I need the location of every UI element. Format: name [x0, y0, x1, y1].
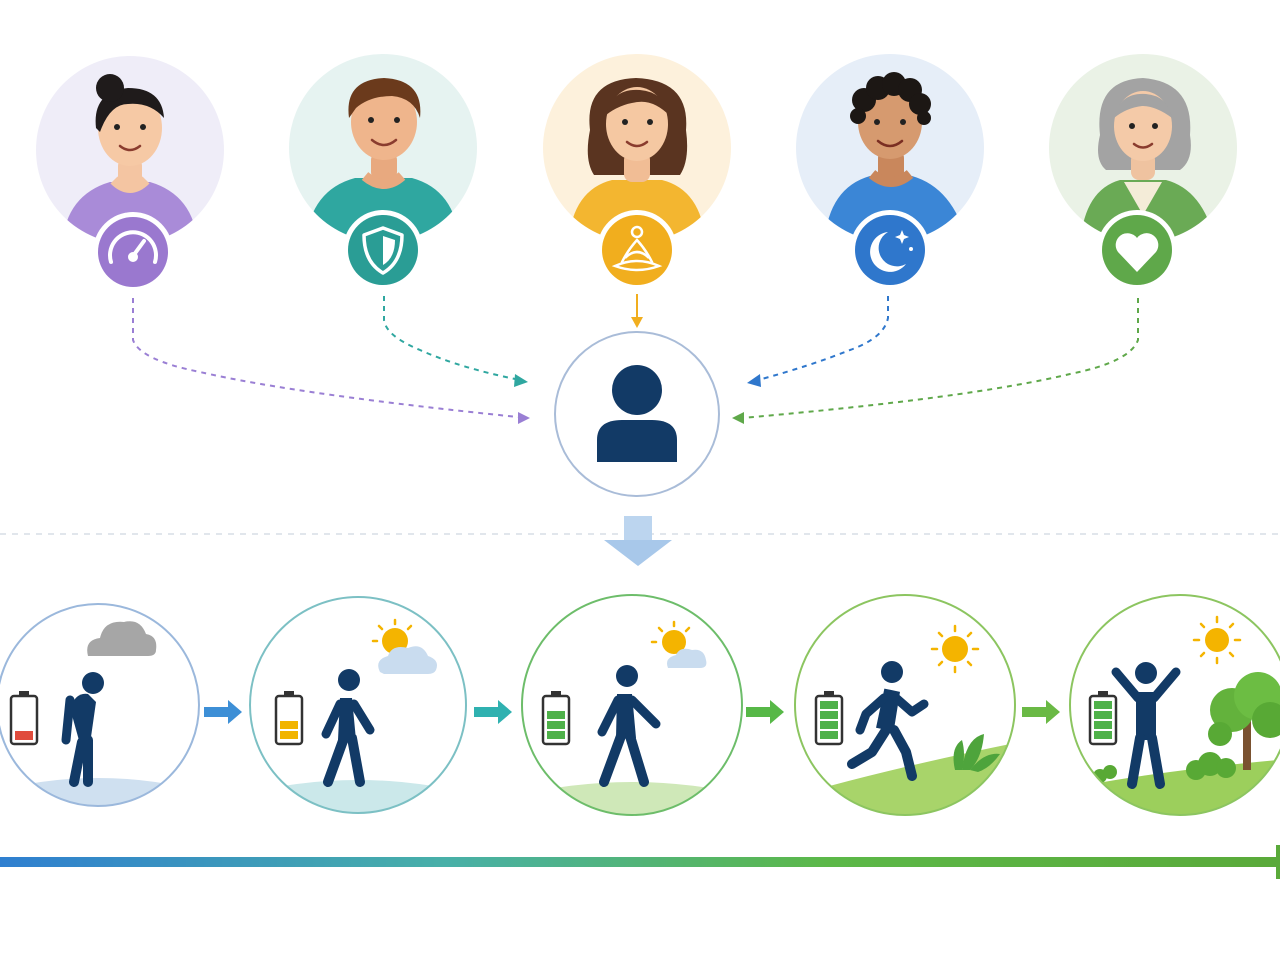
connector-arrows — [132, 294, 1139, 424]
stage-arrow-3 — [746, 700, 784, 724]
timeline-end-cap — [1276, 845, 1280, 879]
person-2-hair — [348, 78, 421, 118]
arrowhead-icon — [514, 374, 528, 387]
connector-person-1 — [132, 298, 529, 419]
person-2-face — [351, 84, 417, 160]
battery-icon — [274, 691, 304, 746]
gray-cloud-icon — [87, 621, 157, 656]
stage-5 — [1069, 594, 1280, 816]
stage-arrow-2 — [474, 700, 512, 724]
battery-icon — [541, 691, 571, 746]
stage-ring — [1069, 594, 1280, 816]
stage-ring — [521, 594, 743, 816]
heart-icon — [1097, 210, 1177, 290]
person-4-hair — [850, 72, 931, 125]
stage-3 — [521, 594, 743, 816]
connector-person-5 — [741, 298, 1139, 419]
battery-icon — [9, 691, 39, 746]
person-card-3 — [543, 54, 731, 290]
sun-icon — [930, 624, 980, 674]
walking-upright-figure-icon — [597, 665, 661, 787]
sun-behind-cloud-icon — [371, 618, 437, 674]
lotus-meditation-icon — [597, 210, 677, 290]
sun-icon — [1192, 615, 1242, 665]
tree-icon — [1208, 672, 1280, 770]
walking-figure-icon — [321, 669, 375, 787]
speedometer-icon — [93, 212, 173, 292]
arrowhead-icon — [732, 412, 744, 424]
arrowhead-icon — [747, 374, 761, 387]
shield-icon — [343, 210, 423, 290]
stage-ring — [249, 596, 467, 814]
stage-arrow-4 — [1022, 700, 1060, 724]
stage-ring — [794, 594, 1016, 816]
ground — [250, 780, 466, 813]
stage-2 — [249, 596, 467, 814]
timeline-bar — [0, 845, 1280, 879]
person-card-1 — [36, 56, 224, 292]
connector-person-4 — [757, 296, 889, 381]
arms-raised-figure-icon — [1111, 662, 1181, 789]
person-silhouette-icon — [597, 365, 677, 462]
person-card-5 — [1049, 54, 1237, 290]
sun-behind-small-cloud-icon — [650, 620, 707, 668]
plant-icon — [953, 734, 1000, 772]
arrowhead-icon — [631, 317, 643, 328]
down-arrow-icon — [604, 516, 672, 566]
battery-icon — [814, 691, 844, 746]
slumped-figure-icon — [61, 672, 104, 787]
stage-1 — [0, 603, 200, 807]
stage-4 — [794, 594, 1016, 816]
moon-stars-icon — [850, 210, 930, 290]
stage-ring — [0, 603, 200, 807]
bush-icon — [1093, 752, 1236, 783]
running-figure-icon — [847, 661, 929, 781]
stage-arrow-1 — [204, 700, 242, 724]
center-node — [554, 331, 720, 497]
timeline-gradient-line — [0, 857, 1276, 867]
person-card-2 — [289, 54, 477, 290]
battery-icon — [1088, 691, 1118, 746]
connector-person-2 — [383, 296, 521, 381]
arrowhead-icon — [518, 412, 530, 424]
person-card-4 — [796, 54, 984, 290]
